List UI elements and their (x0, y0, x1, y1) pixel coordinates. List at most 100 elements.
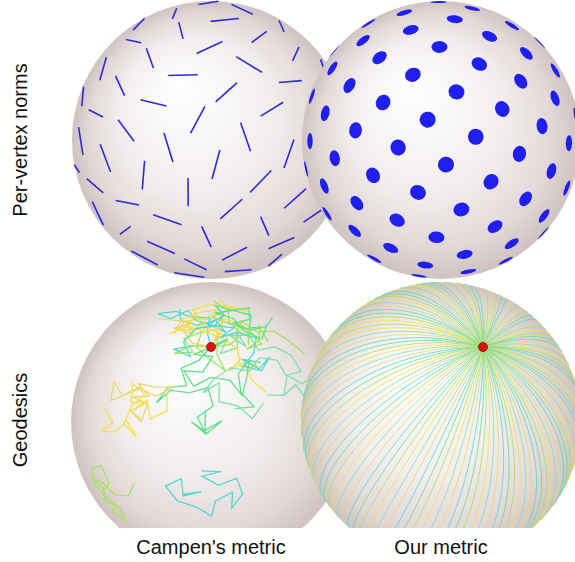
geodesic-path (102, 383, 167, 436)
normal-segment (133, 18, 144, 30)
geodesic-path (320, 320, 483, 351)
geodesic-path (483, 347, 537, 528)
source-point (479, 342, 488, 351)
normal-dot (363, 165, 382, 186)
normal-dot (348, 122, 362, 139)
normal-segment (142, 161, 144, 190)
normal-dot (303, 161, 308, 177)
normal-dot (437, 155, 456, 174)
normal-segment (116, 200, 140, 204)
normal-dot (328, 149, 341, 167)
normal-segment (279, 21, 284, 33)
normal-dot (517, 189, 535, 208)
normal-dot (355, 33, 372, 48)
geodesic-path (159, 310, 222, 347)
normal-segment (126, 39, 141, 42)
geodesic-path (305, 335, 483, 388)
normal-segment (268, 254, 282, 266)
normal-dot (573, 107, 575, 123)
normal-dot (411, 273, 427, 278)
normal-segment (79, 127, 83, 155)
normal-dot (480, 29, 498, 44)
normal-segment (250, 171, 271, 193)
normal-dot (460, 268, 477, 275)
normal-segment (172, 8, 176, 19)
normal-segment (197, 42, 223, 54)
geodesic-path (215, 305, 273, 339)
normal-segment (261, 102, 283, 116)
geodesic-path (328, 347, 483, 507)
geodesic-path (203, 358, 307, 419)
normal-dot (562, 180, 571, 196)
normal-segment (211, 18, 239, 21)
normal-dot (396, 8, 413, 17)
normal-segment (100, 144, 110, 172)
sphere-geodesics-ours (301, 282, 575, 528)
normal-dot (387, 211, 407, 229)
geodesic-path (308, 331, 483, 379)
normal-segment (174, 273, 204, 278)
normal-segment (100, 57, 107, 80)
geodesic-path (483, 347, 547, 528)
normal-dot (403, 65, 423, 84)
normal-segment (164, 133, 173, 162)
normal-segment (89, 110, 103, 117)
normal-dot (370, 48, 389, 66)
normal-dot (430, 1, 446, 3)
geodesic-path (166, 471, 243, 516)
normal-dot (373, 92, 394, 113)
normal-dot (467, 128, 484, 145)
normal-segment (168, 74, 198, 76)
normal-dot (318, 177, 330, 195)
normal-dot (348, 193, 366, 212)
normal-dot (504, 20, 520, 32)
geodesic-path (353, 347, 483, 528)
geodesic-path (302, 346, 483, 436)
sphere-normals-campen (72, 1, 350, 279)
normal-segment (82, 87, 84, 107)
geodesic-path (316, 347, 483, 490)
normal-dot (549, 89, 562, 107)
normal-segment (202, 226, 212, 247)
normal-dot (446, 14, 463, 24)
normal-segment (184, 259, 206, 270)
normal-dot (447, 82, 467, 101)
normal-dot (549, 62, 561, 78)
geodesic-path (316, 324, 483, 359)
geodesic-path (478, 287, 486, 347)
normal-dot (366, 253, 382, 264)
normal-segment (236, 57, 262, 73)
sphere-normals-ours (302, 1, 575, 279)
normal-segment (179, 22, 183, 39)
normal-dot (498, 256, 514, 266)
normal-dot (417, 109, 439, 131)
geodesic-path (433, 347, 486, 528)
normal-segment (225, 270, 252, 272)
normal-dot (503, 236, 520, 251)
normal-segment (216, 83, 237, 102)
normal-segment (140, 100, 166, 106)
normal-dot (536, 117, 549, 134)
normal-segment (120, 226, 131, 234)
normal-dot (389, 138, 407, 157)
normal-dot (512, 145, 528, 163)
normal-segment (146, 48, 153, 68)
normal-segment (261, 217, 269, 236)
normal-segment (284, 189, 306, 209)
normal-segment (293, 47, 299, 61)
geodesic-path (310, 347, 483, 476)
normal-dot (326, 60, 340, 77)
normal-dot (321, 206, 333, 221)
normal-dot (537, 208, 552, 225)
normal-dot (469, 55, 489, 74)
normal-dot (329, 45, 340, 58)
normal-segment (252, 31, 267, 42)
normal-dot (545, 162, 558, 180)
normal-dot (417, 261, 434, 270)
geodesic-path (311, 328, 483, 371)
normal-dot (456, 248, 474, 260)
column-label: Our metric (394, 536, 487, 558)
row-label: Per-vertex norms (9, 63, 31, 216)
geodesic-path (302, 340, 483, 406)
normal-dot (307, 133, 313, 149)
